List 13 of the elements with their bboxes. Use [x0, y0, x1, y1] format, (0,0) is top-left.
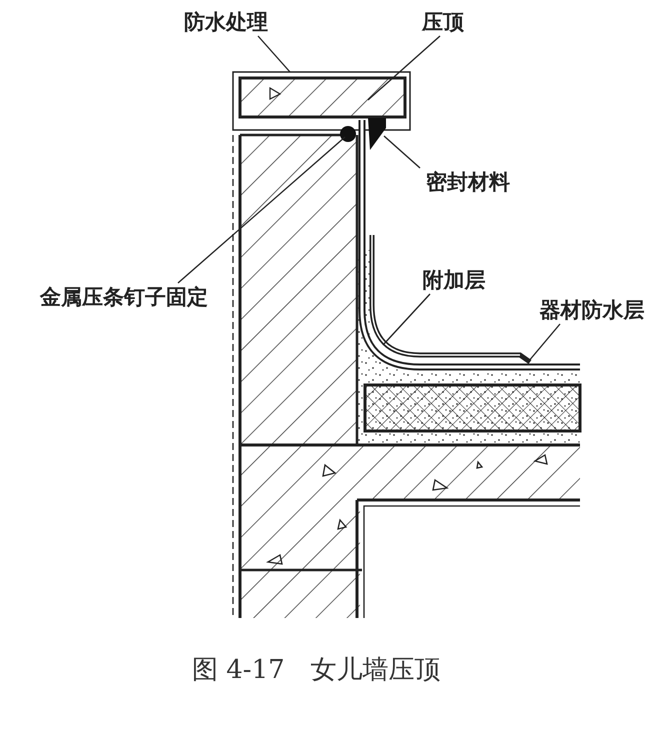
leader-line [178, 136, 346, 284]
callout-label: 器材防水层 [522, 296, 662, 324]
figure-caption: 图 4-17 女儿墙压顶 [192, 654, 441, 687]
leader-line [384, 136, 420, 168]
leader-line [258, 36, 290, 72]
callout-label: 压顶 [415, 8, 471, 36]
leader-line [382, 294, 430, 346]
leader-line [368, 36, 440, 100]
leader-line [528, 324, 560, 362]
callout-label: 密封材料 [412, 168, 524, 196]
callout-label: 金属压条钉子固定 [12, 283, 236, 311]
callout-label: 防水处理 [170, 8, 282, 36]
callout-label: 附加层 [412, 266, 496, 294]
